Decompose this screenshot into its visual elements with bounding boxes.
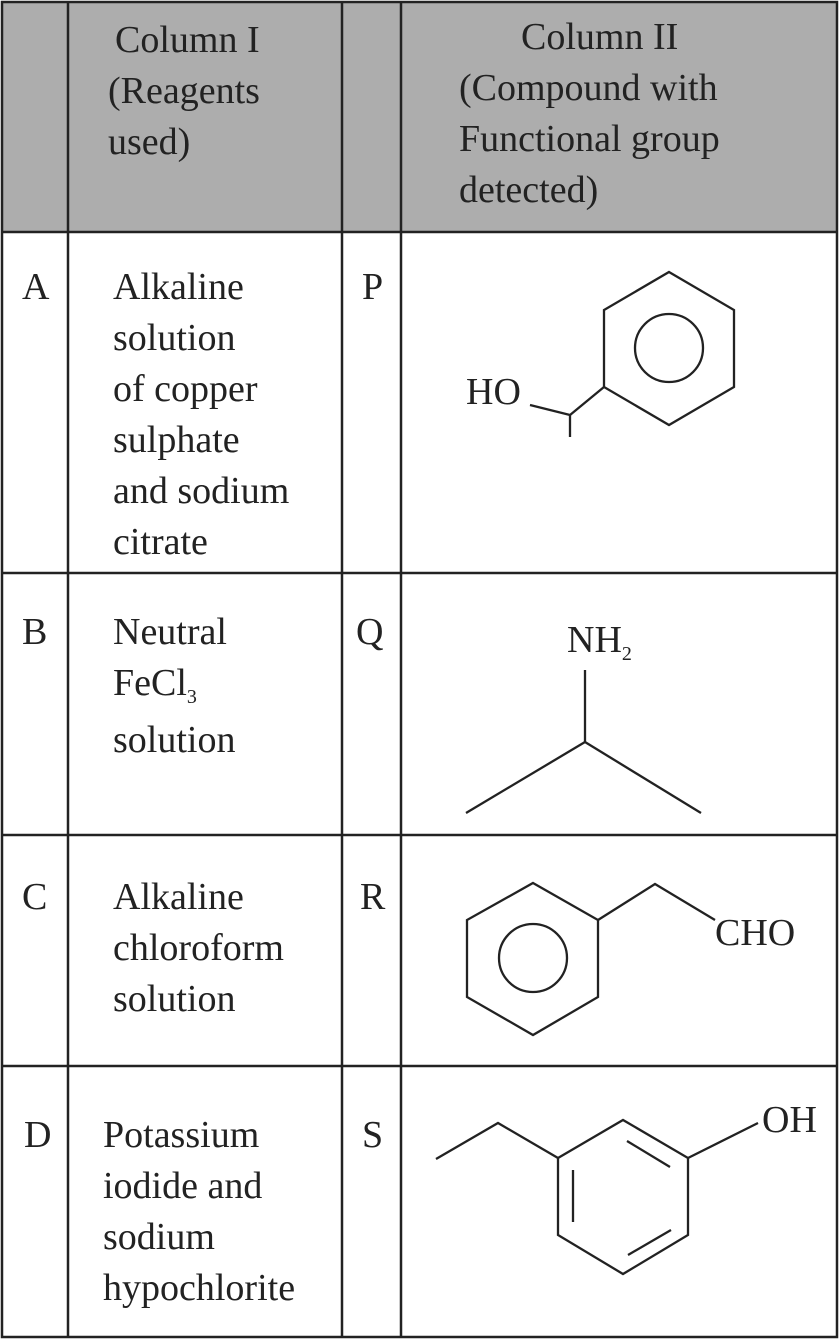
reagent-line: Potassium	[103, 1114, 260, 1156]
reagent-line: sodium	[103, 1216, 215, 1258]
reagent-line: of copper	[113, 368, 258, 410]
row-code-s: S	[362, 1114, 384, 1156]
reagent-line: solution	[113, 317, 236, 359]
structure-q-label: NH2	[567, 618, 632, 665]
structure-p-1-phenylethanol	[529, 270, 736, 437]
header-line: detected)	[459, 169, 599, 211]
reagent-line: iodide and	[103, 1165, 263, 1207]
reagent-c: Alkaline chloroform solution	[113, 872, 284, 1025]
reagent-d: Potassium iodide and sodium hypochlorite	[103, 1110, 295, 1314]
reagent-line: and sodium	[113, 470, 290, 512]
structure-q-isopropylamine	[465, 670, 702, 814]
reagent-line: chloroform	[113, 927, 284, 969]
row-code-p: P	[362, 266, 384, 308]
reagent-line: hypochlorite	[103, 1267, 296, 1309]
reagent-line: Alkaline	[113, 266, 244, 308]
row-code-r: R	[360, 876, 386, 918]
header-line: (Compound with	[459, 67, 718, 109]
header-line: Functional group	[459, 118, 720, 160]
formula-text: FeCl	[113, 662, 187, 704]
row-letter-d: D	[24, 1114, 52, 1156]
reagent-line: FeCl3	[113, 658, 235, 715]
amine-subscript: 2	[621, 643, 632, 665]
structure-s-label: OH	[762, 1099, 817, 1141]
amine-text: NH	[567, 619, 622, 661]
header-line: Column I	[115, 19, 260, 61]
structure-s-3-ethylphenol	[435, 1118, 759, 1276]
structure-r-label: CHO	[715, 912, 796, 954]
reagent-a: Alkaline solution of copper sulphate and…	[113, 262, 289, 568]
reagent-line: solution	[113, 978, 236, 1020]
row-letter-c: C	[22, 876, 48, 918]
row-letter-a: A	[22, 266, 50, 308]
row-code-q: Q	[356, 611, 384, 653]
reagent-line: citrate	[113, 521, 208, 563]
table-header-background	[2, 2, 837, 233]
header-line: used)	[108, 121, 191, 163]
column-1-header: Column I (Reagents used)	[108, 15, 260, 168]
column-2-header: Column II (Compound with Functional grou…	[459, 12, 720, 216]
row-letter-b: B	[22, 611, 48, 653]
reagent-line: Neutral	[113, 611, 227, 653]
header-line: Column II	[521, 16, 679, 58]
formula-subscript: 3	[186, 686, 197, 708]
reagent-b: Neutral FeCl3 solution	[113, 607, 235, 766]
structure-r-phenylacetaldehyde	[465, 881, 716, 1037]
reagent-line: sulphate	[113, 419, 240, 461]
reagent-line: Alkaline	[113, 876, 244, 918]
reagent-line: solution	[113, 719, 236, 761]
structure-p-label: HO	[466, 371, 521, 413]
header-line: (Reagents	[108, 70, 260, 112]
